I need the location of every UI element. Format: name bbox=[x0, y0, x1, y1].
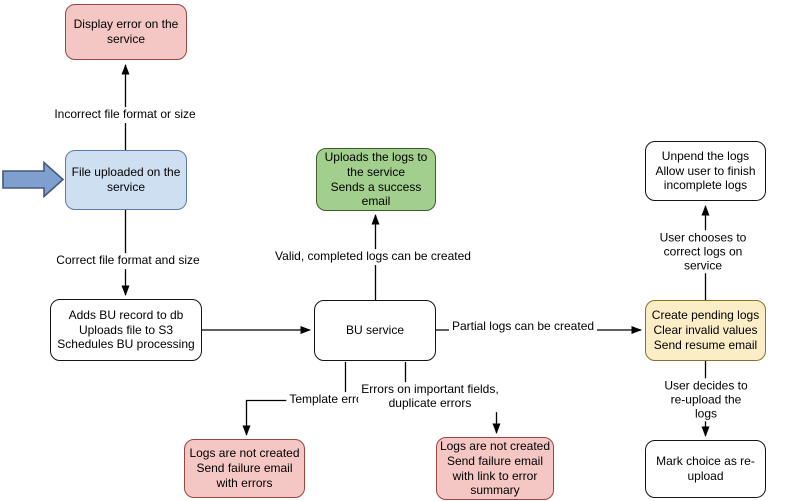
node-uploads-logs-success: Uploads the logs to the service Sends a … bbox=[316, 148, 436, 211]
node-bu-service: BU service bbox=[314, 300, 436, 361]
entry-arrow-icon bbox=[2, 160, 65, 199]
edge-label-incorrect-format: Incorrect file format or size bbox=[51, 107, 199, 123]
node-file-uploaded: File uploaded on the service bbox=[65, 150, 187, 210]
edge-label-important-errors: Errors on important fields, duplicate er… bbox=[358, 382, 502, 412]
edge-label-partial-logs: Partial logs can be created bbox=[448, 319, 598, 335]
node-logs-not-created-summary: Logs are not created Send failure email … bbox=[436, 437, 554, 500]
edge-label-user-chooses: User chooses to correct logs on service bbox=[654, 230, 752, 274]
edge-label-user-decides: User decides to re-upload the logs bbox=[658, 378, 754, 422]
edge-label-valid-logs: Valid, completed logs can be created bbox=[272, 249, 474, 265]
node-unpend-logs: Unpend the logs Allow user to finish inc… bbox=[645, 141, 766, 201]
node-create-pending-logs: Create pending logs Clear invalid values… bbox=[645, 300, 766, 361]
node-logs-not-created-errors: Logs are not created Send failure email … bbox=[184, 439, 305, 498]
node-mark-choice-reupload: Mark choice as re- upload bbox=[645, 440, 766, 498]
node-display-error: Display error on the service bbox=[65, 4, 187, 60]
node-adds-bu-record: Adds BU record to db Uploads file to S3 … bbox=[50, 299, 202, 361]
edge-important-errors bbox=[404, 362, 497, 433]
edge-label-correct-format: Correct file format and size bbox=[53, 253, 203, 269]
